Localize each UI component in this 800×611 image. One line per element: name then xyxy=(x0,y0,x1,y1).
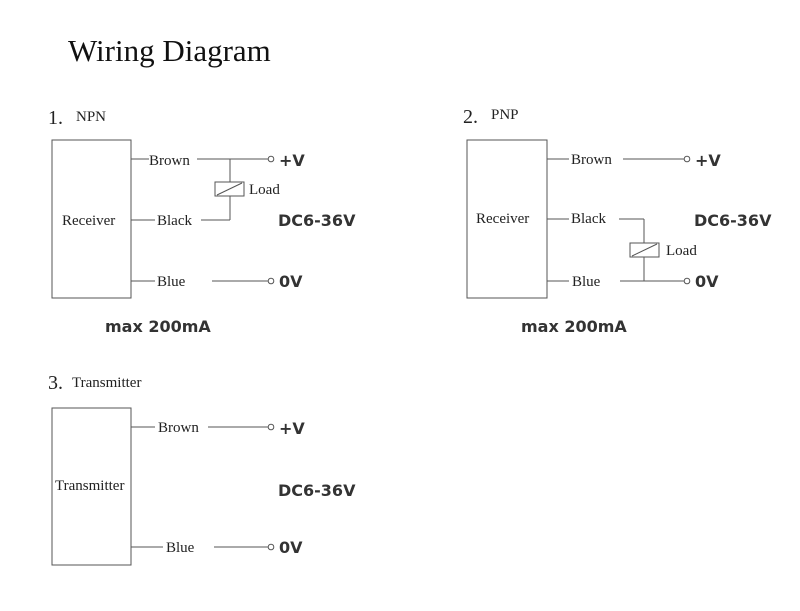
voltage-label: DC6-36V xyxy=(278,211,356,230)
blue-wire-label: Blue xyxy=(157,274,186,290)
diagram-type: NPN xyxy=(76,109,106,125)
zero-terminal xyxy=(267,277,275,285)
brown-wire-label: Brown xyxy=(149,153,190,169)
black-wire-label: Black xyxy=(157,213,192,229)
receiver-box xyxy=(51,139,132,299)
plus-terminal xyxy=(267,155,275,163)
diagram-number: 2. xyxy=(463,106,478,128)
load-label: Load xyxy=(249,182,280,198)
plus-terminal xyxy=(683,155,691,163)
device-label: Receiver xyxy=(476,211,529,227)
brown-wire-label: Brown xyxy=(158,420,199,436)
diagram-number: 3. xyxy=(48,372,63,394)
zero-label: 0V xyxy=(695,272,719,291)
diagram-npn: 1. NPN Receiver Brown +V Load Black DC6-… xyxy=(48,107,356,336)
zero-label: 0V xyxy=(279,272,303,291)
blue-wire-label: Blue xyxy=(166,540,195,556)
voltage-label: DC6-36V xyxy=(278,481,356,500)
page-title: Wiring Diagram xyxy=(68,33,271,68)
black-wire-label: Black xyxy=(571,211,606,227)
diagram-number: 1. xyxy=(48,107,63,129)
plus-label: +V xyxy=(279,419,305,438)
load-label: Load xyxy=(666,243,697,259)
diagram-pnp: 2. PNP Receiver Brown +V Black DC6-36V L… xyxy=(463,106,772,336)
plus-label: +V xyxy=(695,151,721,170)
zero-terminal xyxy=(267,543,275,551)
diagram-type: Transmitter xyxy=(72,375,141,391)
current-label: max 200mA xyxy=(521,317,627,336)
load-slash xyxy=(631,243,658,257)
zero-terminal xyxy=(683,277,691,285)
diagram-type: PNP xyxy=(491,107,519,123)
current-label: max 200mA xyxy=(105,317,211,336)
device-label: Transmitter xyxy=(55,478,124,494)
zero-label: 0V xyxy=(279,538,303,557)
device-label: Receiver xyxy=(62,213,115,229)
diagram-transmitter: 3. Transmitter Transmitter Brown +V DC6-… xyxy=(48,372,356,566)
load-slash xyxy=(216,182,243,196)
transmitter-box xyxy=(51,407,132,566)
blue-wire-label: Blue xyxy=(572,274,601,290)
plus-terminal xyxy=(267,423,275,431)
voltage-label: DC6-36V xyxy=(694,211,772,230)
brown-wire-label: Brown xyxy=(571,152,612,168)
plus-label: +V xyxy=(279,151,305,170)
